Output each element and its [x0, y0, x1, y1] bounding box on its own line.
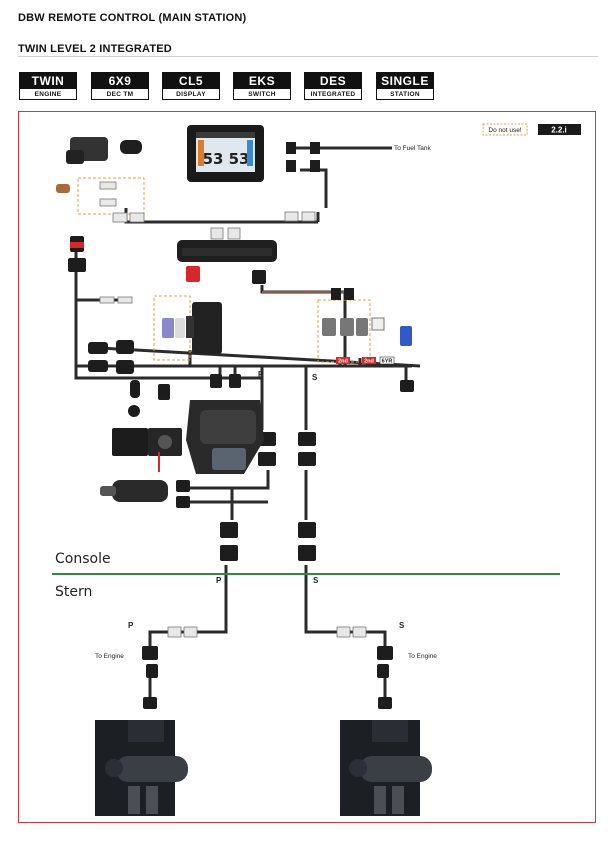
- starboard-label-stern: S: [313, 576, 319, 585]
- do-not-use-tag: Do not use!: [482, 123, 528, 136]
- ignition-switch: [56, 137, 142, 193]
- badge-engine-value: TWIN: [19, 72, 77, 89]
- engine-port: [95, 720, 188, 816]
- badge-switch-value: EKS: [233, 72, 291, 89]
- stern-label: Stern: [55, 584, 92, 600]
- badge-station-label: STATION: [376, 89, 434, 100]
- badge-dec-value: 6X9: [91, 72, 149, 89]
- do-not-use-text: Do not use!: [488, 127, 521, 134]
- tag-2nd-a: 2nd: [338, 359, 348, 365]
- red-tags: 2nd 2nd 6YR: [336, 356, 395, 365]
- to-engine-right-label: To Engine: [408, 653, 437, 660]
- port-label-stern: P: [216, 576, 222, 585]
- control-modules: [112, 302, 222, 472]
- badge-dec: 6X9 DEC TM: [91, 72, 149, 100]
- badge-switch: EKS SWITCH: [233, 72, 291, 100]
- port-label-top: P: [258, 370, 264, 379]
- remote-control-lever: [186, 400, 264, 474]
- engine-starboard: [340, 720, 432, 816]
- badge-engine-label: ENGINE: [19, 89, 77, 100]
- display-value-right: 53: [229, 150, 250, 168]
- tag-6yr: 6YR: [382, 359, 393, 365]
- starboard-label-top: S: [312, 373, 318, 382]
- title-rule: [18, 56, 598, 57]
- badge-display-label: DISPLAY: [162, 89, 220, 100]
- black-connectors: [68, 142, 414, 709]
- port-label-engine: P: [128, 621, 134, 630]
- connector-pairs: [99, 181, 367, 638]
- badge-dec-label: DEC TM: [91, 89, 149, 100]
- grey-connectors: [162, 318, 368, 338]
- badge-engine: TWIN ENGINE: [19, 72, 77, 100]
- fuel-tank-label: To Fuel Tank: [394, 145, 431, 152]
- cl5-display: 53 53: [187, 125, 264, 182]
- page-title: DBW REMOTE CONTROL (MAIN STATION): [18, 12, 247, 24]
- badge-display-value: CL5: [162, 72, 220, 89]
- console-label: Console: [55, 551, 111, 567]
- version-text: 2.2.i: [551, 126, 567, 135]
- diagram-frame: [18, 111, 596, 823]
- badge-station-value: SINGLE: [376, 72, 434, 89]
- version-tag: 2.2.i: [538, 124, 581, 135]
- eks-switch-panel: [177, 240, 277, 262]
- badge-integrated-label: INTEGRATED: [304, 89, 362, 100]
- page-subtitle: TWIN LEVEL 2 INTEGRATED: [18, 43, 172, 55]
- badge-integrated-value: DES: [304, 72, 362, 89]
- starboard-label-engine: S: [399, 621, 405, 630]
- tag-2nd-b: 2nd: [364, 359, 374, 365]
- display-value-left: 53: [203, 150, 224, 168]
- badge-switch-label: SWITCH: [233, 89, 291, 100]
- steering-pump: [100, 480, 168, 502]
- badge-integrated: DES INTEGRATED: [304, 72, 362, 100]
- badge-display: CL5 DISPLAY: [162, 72, 220, 100]
- to-engine-left-label: To Engine: [95, 653, 124, 660]
- badge-station: SINGLE STATION: [376, 72, 434, 100]
- colored-plugs: [70, 242, 412, 346]
